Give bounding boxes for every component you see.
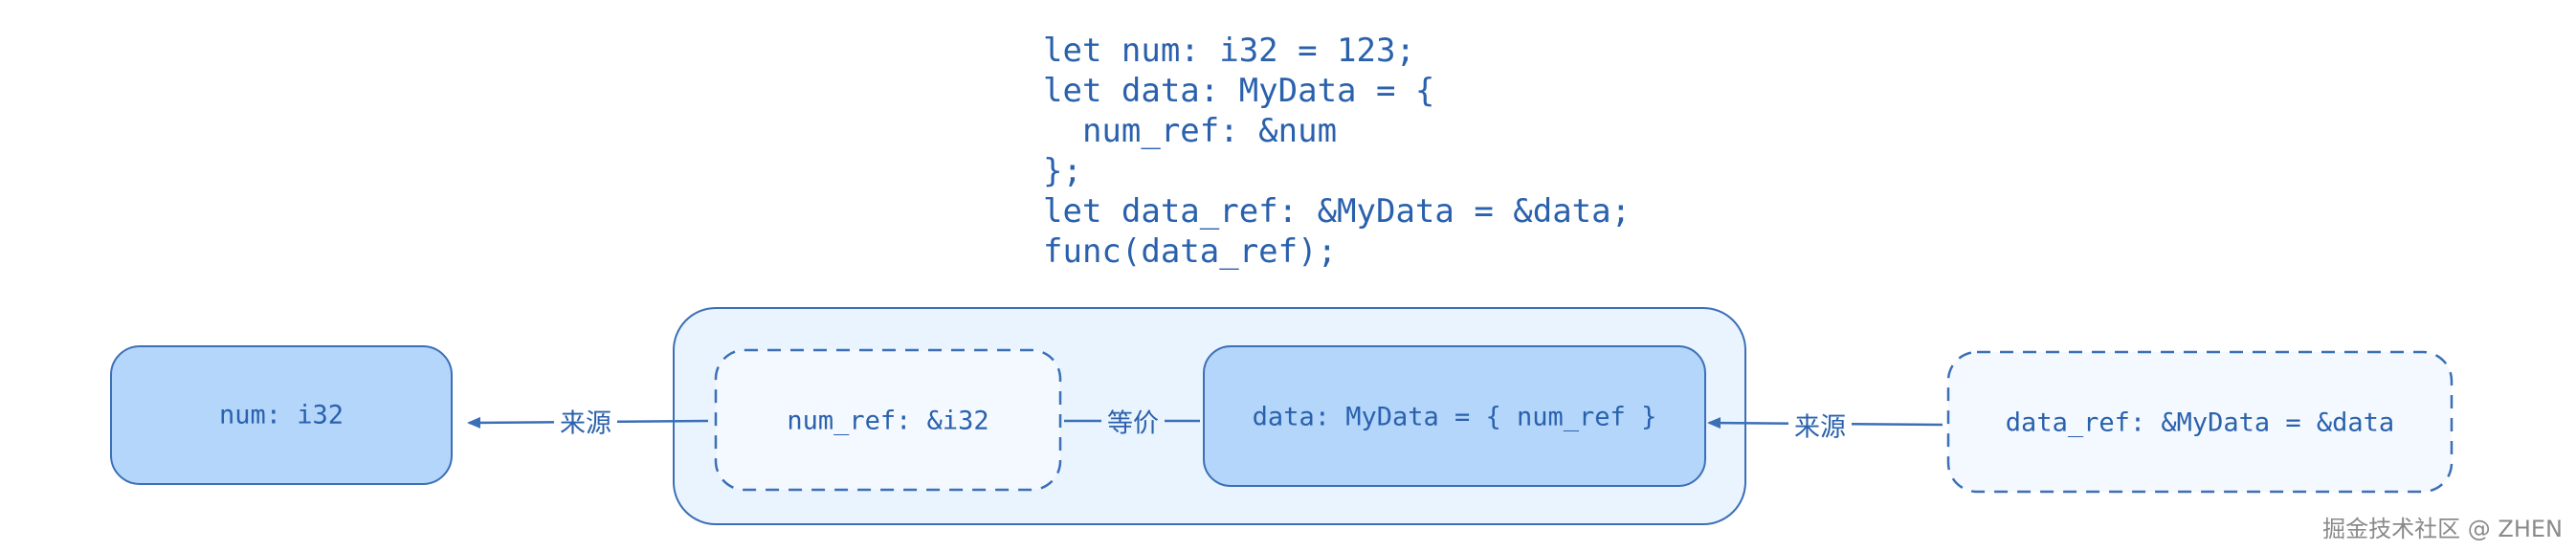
- node-data-label: data: MyData = { num_ref }: [1252, 402, 1657, 432]
- edge-label-source-data: 来源: [1788, 406, 1852, 444]
- node-data: [1203, 345, 1706, 487]
- code-line: let num: i32 = 123;: [1043, 32, 1415, 70]
- edge-label-source-num: 来源: [554, 402, 617, 440]
- code-line: num_ref: &num: [1043, 112, 1338, 150]
- node-num-label: num: i32: [218, 400, 344, 430]
- code-line: };: [1043, 152, 1082, 190]
- edge-label-equivalent: 等价: [1101, 402, 1165, 440]
- code-line: let data: MyData = {: [1043, 72, 1435, 110]
- node-num-ref-label: num_ref: &i32: [787, 406, 989, 436]
- node-data-ref-label: data_ref: &MyData = &data: [2005, 408, 2395, 438]
- code-line: let data_ref: &MyData = &data;: [1043, 192, 1632, 231]
- code-line: func(data_ref);: [1043, 232, 1338, 271]
- node-num: [110, 345, 453, 485]
- code-snippet: let num: i32 = 123;let data: MyData = { …: [1043, 31, 1631, 272]
- node-num-ref: [714, 348, 1062, 492]
- watermark-text: 掘金技术社区 @ ZHEN: [2322, 516, 2563, 542]
- node-data-ref: [1946, 350, 2454, 494]
